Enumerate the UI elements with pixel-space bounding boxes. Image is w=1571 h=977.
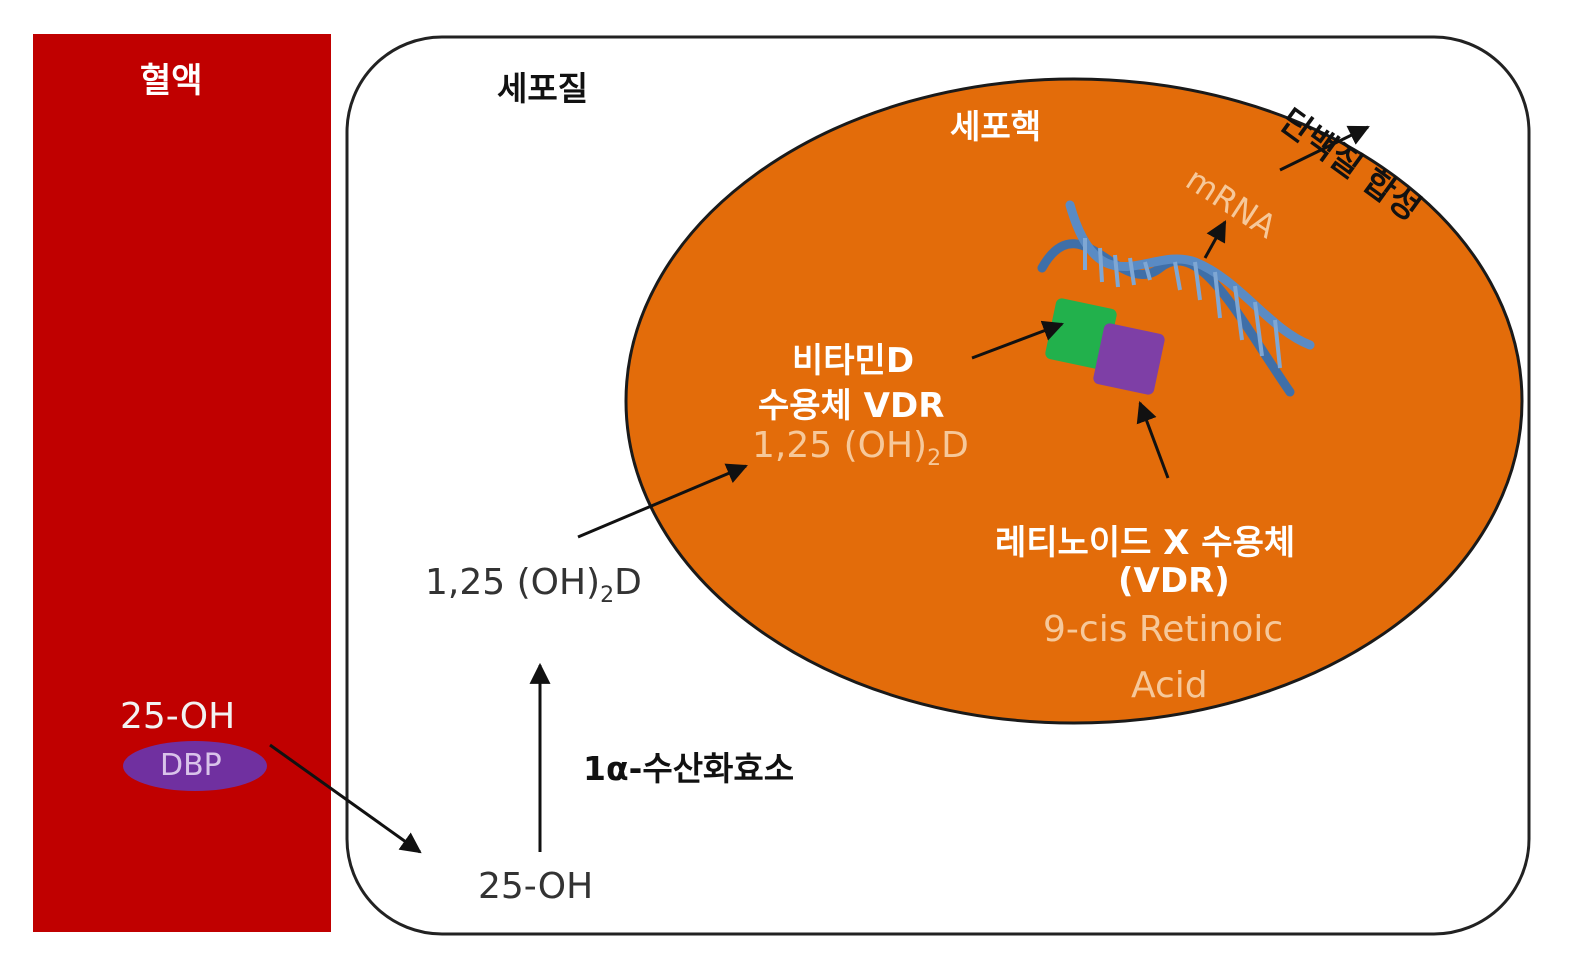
receptor-complex-icon bbox=[1045, 298, 1165, 395]
arrow-calcitriol-to-nucleus bbox=[577, 463, 748, 539]
nucleus-calcitriol-prefix: 1,25 (OH) bbox=[752, 425, 928, 466]
blood-column bbox=[33, 34, 331, 932]
cell-25oh-label: 25-OH bbox=[478, 866, 594, 907]
nucleus-label: 세포핵 bbox=[950, 107, 1042, 146]
blood-label: 혈액 bbox=[140, 61, 203, 101]
cytoplasm-calcitriol-sub: 2 bbox=[600, 583, 615, 609]
vdr-block bbox=[1045, 298, 1117, 370]
vdr-label-line2: 수용체 VDR bbox=[758, 386, 945, 426]
cytoplasm-calcitriol-label: 1,25 (OH)2D bbox=[425, 562, 642, 608]
cytoplasm-calcitriol-prefix: 1,25 (OH) bbox=[425, 562, 601, 603]
rxr-acid-line1: 9-cis Retinoic bbox=[1043, 609, 1284, 650]
blood-25oh-label: 25-OH bbox=[120, 696, 236, 737]
arrow-rxr-to-complex bbox=[1136, 401, 1170, 479]
rxr-label-line1: 레티노이드 X 수용체 bbox=[995, 523, 1296, 563]
arrow-dbp-to-cell bbox=[269, 743, 422, 854]
nucleus-calcitriol-label: 1,25 (OH)2D bbox=[752, 425, 969, 471]
arrow-vdr-to-complex bbox=[971, 320, 1064, 360]
rxr-block bbox=[1093, 323, 1165, 395]
dbp-label: DBP bbox=[160, 748, 222, 783]
dbp-protein bbox=[123, 741, 267, 791]
dna-helix-icon bbox=[1037, 200, 1315, 397]
nucleus-calcitriol-suffix: D bbox=[941, 425, 969, 466]
arrow-dna-to-mrna bbox=[1203, 220, 1227, 259]
cytoplasm-label: 세포질 bbox=[497, 69, 589, 108]
rxr-acid-line2: Acid bbox=[1131, 665, 1208, 706]
enzyme-label: 1α-수산화효소 bbox=[583, 749, 795, 788]
cytoplasm-calcitriol-suffix: D bbox=[614, 562, 642, 603]
nucleus-calcitriol-sub: 2 bbox=[927, 446, 942, 472]
nucleus bbox=[624, 77, 1524, 725]
arrow-mrna-to-protein bbox=[1279, 125, 1370, 172]
vdr-label-line1: 비타민D bbox=[792, 341, 915, 381]
rxr-label-line2: (VDR) bbox=[1118, 561, 1230, 601]
